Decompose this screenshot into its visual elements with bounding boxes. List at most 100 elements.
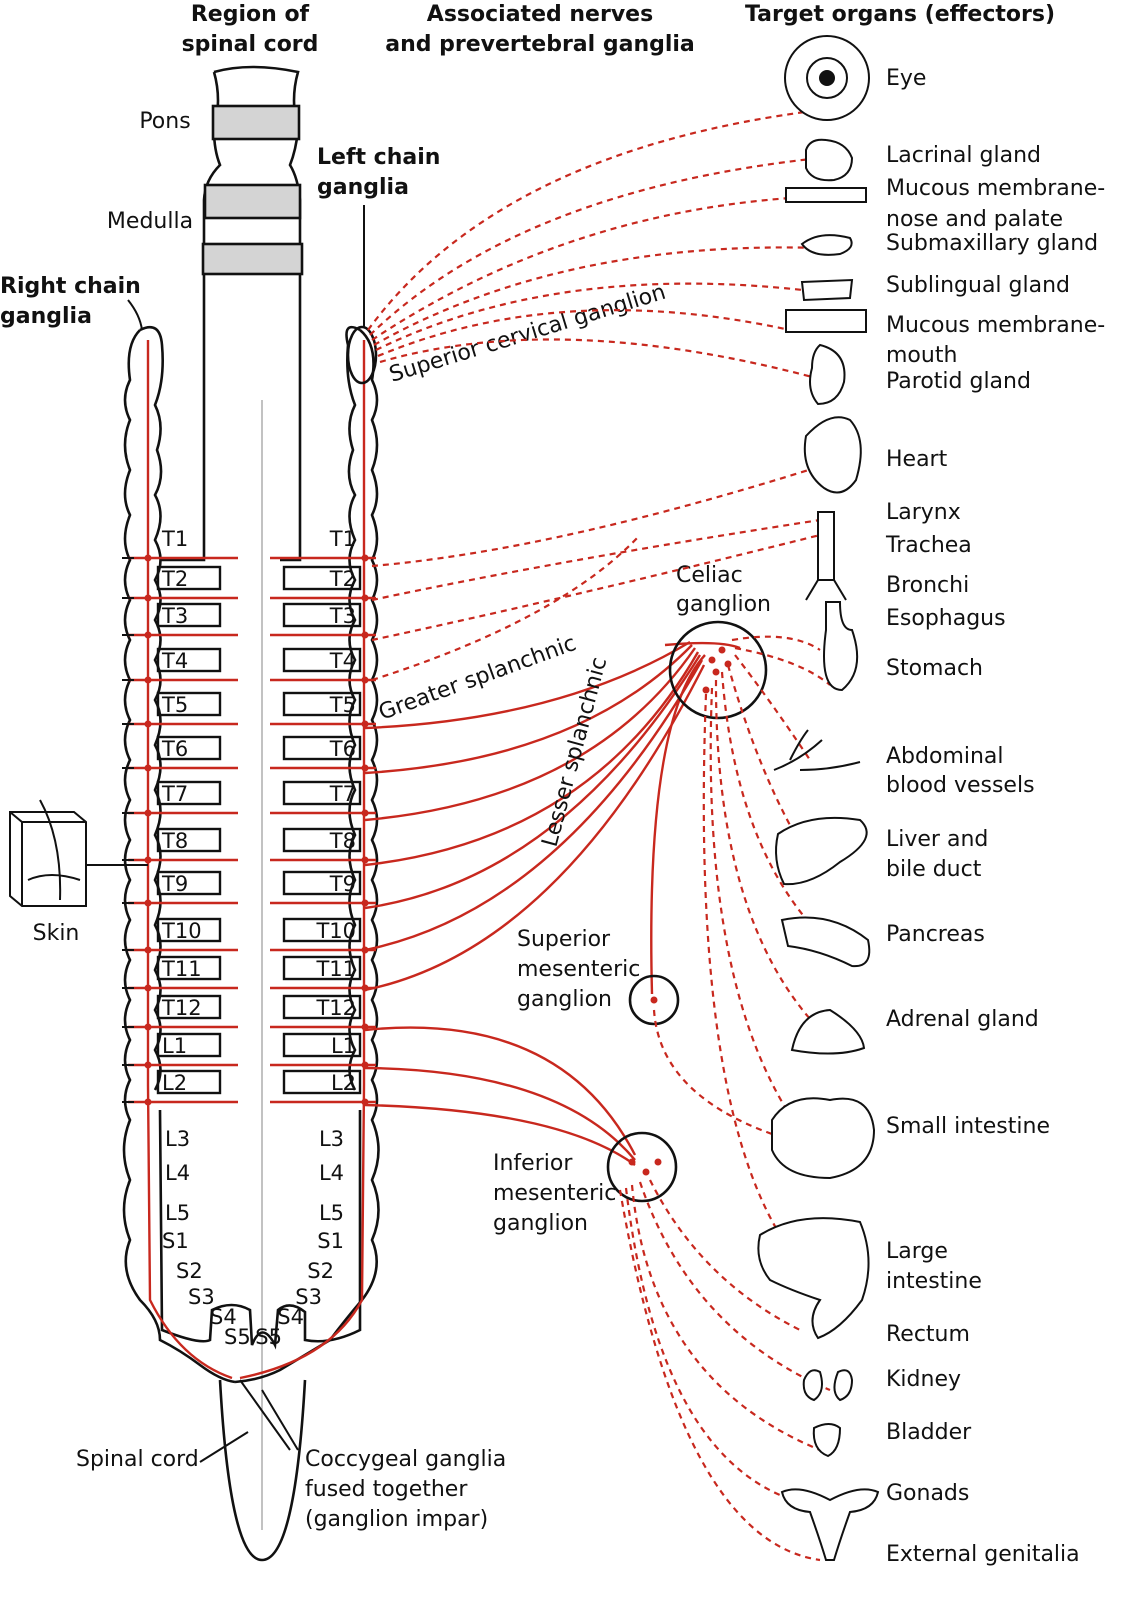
postganglionic-fibers	[367, 108, 841, 1562]
segment-box-left	[282, 870, 362, 896]
right-chain-label-2: ganglia	[0, 304, 92, 329]
chain-labels: Right chain ganglia Left chain ganglia	[0, 145, 440, 331]
segment-box-right	[156, 735, 222, 761]
chain-ganglion-dot	[361, 631, 369, 639]
segment-box-left	[282, 565, 362, 591]
chain-ganglion-dot	[144, 676, 152, 684]
segment-label-right: T9	[161, 872, 188, 896]
mouth-membrane-icon	[785, 309, 867, 333]
left-chain-label-2: ganglia	[317, 175, 409, 200]
label-lacrinal: Lacrinal gland	[886, 143, 1041, 168]
chain-ganglion-dot	[361, 764, 369, 772]
sup-mesenteric-label-2: mesenteric	[517, 957, 640, 982]
splanchnic-nerves	[364, 640, 741, 1166]
superior-mesenteric-ganglion	[628, 974, 680, 1026]
segment-label-right: L2	[162, 1071, 187, 1095]
segment-label-right: T4	[161, 649, 188, 673]
label-parotid: Parotid gland	[886, 369, 1031, 394]
label-gonads: Gonads	[886, 1481, 969, 1506]
chain-ganglion-dot	[144, 856, 152, 864]
medulla-band-2	[201, 242, 304, 276]
sublingual-gland-icon	[800, 278, 854, 302]
celiac-label-2: ganglion	[676, 592, 771, 617]
lower-segment-label-left: L3	[319, 1127, 344, 1151]
chain-ganglion-dot	[361, 594, 369, 602]
header-nerves-line2: and prevertebral ganglia	[385, 32, 695, 57]
skin-icon	[9, 799, 148, 907]
header-nerves-line1: Associated nerves	[427, 2, 653, 27]
lower-segment-label-left: S5	[255, 1325, 282, 1349]
segment-box-left	[282, 780, 362, 806]
right-chain-inner	[139, 325, 164, 1091]
lower-segment-label-right: S3	[188, 1285, 215, 1309]
left-chain-label-1: Left chain	[317, 145, 440, 170]
segment-label-right: T10	[161, 919, 202, 943]
celiac-ganglion	[668, 620, 768, 720]
segment-box-right	[156, 780, 222, 806]
header-region-line1: Region of	[191, 2, 310, 27]
label-abdominal-2: blood vessels	[886, 773, 1035, 798]
segment-box-right	[156, 955, 222, 981]
chain-ganglion-dot	[361, 720, 369, 728]
chain-ganglion-dot	[144, 899, 152, 907]
parotid-gland-icon	[809, 343, 846, 406]
chain-ganglion-dot	[144, 946, 152, 954]
segment-box-right	[156, 647, 222, 673]
left-chain-outer	[234, 329, 380, 1384]
lower-segment-label-left: S3	[295, 1285, 322, 1309]
nose-membrane-icon	[785, 187, 867, 203]
lower-segment-label-right: L4	[165, 1161, 190, 1185]
sup-mesenteric-label-3: ganglion	[517, 987, 612, 1012]
chain-ganglion-dot	[144, 1098, 152, 1106]
chain-ganglion-dot	[144, 554, 152, 562]
lower-segment-label-left: S4	[277, 1305, 304, 1329]
segment-box-right	[156, 994, 222, 1020]
label-bladder: Bladder	[886, 1420, 972, 1445]
chain-ganglion-dot	[144, 764, 152, 772]
label-eye: Eye	[886, 66, 926, 91]
segment-label-right: T8	[161, 829, 188, 853]
lower-segment-label-right: S4	[210, 1305, 237, 1329]
segment-label-right: T3	[161, 604, 188, 628]
chain-ganglion-dot	[144, 631, 152, 639]
gonads-icon	[780, 1488, 880, 1561]
submaxillary-gland-icon	[800, 234, 853, 256]
segment-label-right: T6	[161, 737, 188, 761]
chain-ganglion-dot	[144, 1023, 152, 1031]
label-rectum: Rectum	[886, 1322, 970, 1347]
label-liver-1: Liver and	[886, 827, 988, 852]
lower-segment-label-right: L3	[165, 1127, 190, 1151]
label-mucous-nose-2: nose and palate	[886, 207, 1063, 232]
coccygeal-label-2: fused together	[305, 1477, 468, 1502]
segment-box-left	[282, 691, 362, 717]
inf-mesenteric-label-1: Inferior	[493, 1151, 573, 1176]
label-kidney: Kidney	[886, 1367, 961, 1392]
lower-segment-label-right: L5	[165, 1201, 190, 1225]
coccygeal-label-1: Coccygeal ganglia	[305, 1447, 506, 1472]
segment-box-left	[282, 994, 362, 1020]
chain-ganglion-dot	[361, 676, 369, 684]
inferior-mesenteric-ganglion	[606, 1131, 678, 1203]
superior-cervical-label: Superior cervical ganglion	[386, 280, 668, 388]
label-external-genitalia: External genitalia	[886, 1542, 1080, 1567]
cauda-outline	[158, 1109, 362, 1350]
chain-ganglion-dot	[361, 554, 369, 562]
segment-box-left	[282, 827, 362, 853]
superior-cervical-ganglion	[346, 325, 378, 385]
heart-icon	[803, 416, 862, 494]
lower-segment-label-left: L5	[319, 1201, 344, 1225]
label-liver-2: bile duct	[886, 857, 982, 882]
skin-label: Skin	[33, 921, 80, 946]
chain-ganglion-dot	[361, 1098, 369, 1106]
chain-ganglion-dot	[361, 1061, 369, 1069]
segment-label-right: L1	[162, 1034, 187, 1058]
lower-segment-label-right: S1	[162, 1229, 189, 1253]
segment-box-left	[282, 735, 362, 761]
segment-box-left	[282, 647, 362, 673]
celiac-label-1: Celiac	[676, 563, 743, 588]
segment-box-left	[282, 1069, 362, 1095]
coccygeal-label-3: (ganglion impar)	[305, 1507, 488, 1532]
header-targets: Target organs (effectors)	[745, 2, 1055, 27]
